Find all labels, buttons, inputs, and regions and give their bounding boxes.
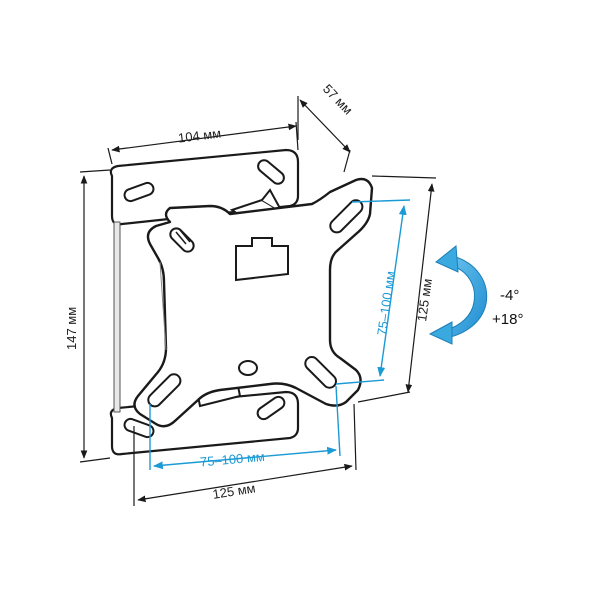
label-wall-plate-height: 147 мм: [64, 307, 79, 350]
vesa-dimension-lines: [149, 199, 411, 470]
tilt-up-label: -4°: [500, 287, 519, 304]
label-bracket-width: 125 мм: [211, 480, 256, 502]
dimension-lines: [79, 96, 437, 506]
label-vesa-vertical: 75–100 мм: [374, 270, 398, 336]
tilt-down-label: +18°: [492, 311, 523, 328]
center-cutout: [235, 237, 289, 376]
tv-plate-slots: [147, 199, 364, 408]
label-vesa-horizontal: 75–100 мм: [199, 449, 265, 470]
label-depth: 57 мм: [320, 81, 356, 117]
label-bracket-height: 125 мм: [414, 278, 435, 323]
wall-plate-slots: [123, 159, 286, 439]
tilt-arrow-icon: [428, 245, 488, 345]
label-wall-plate-width: 104 мм: [177, 125, 222, 145]
